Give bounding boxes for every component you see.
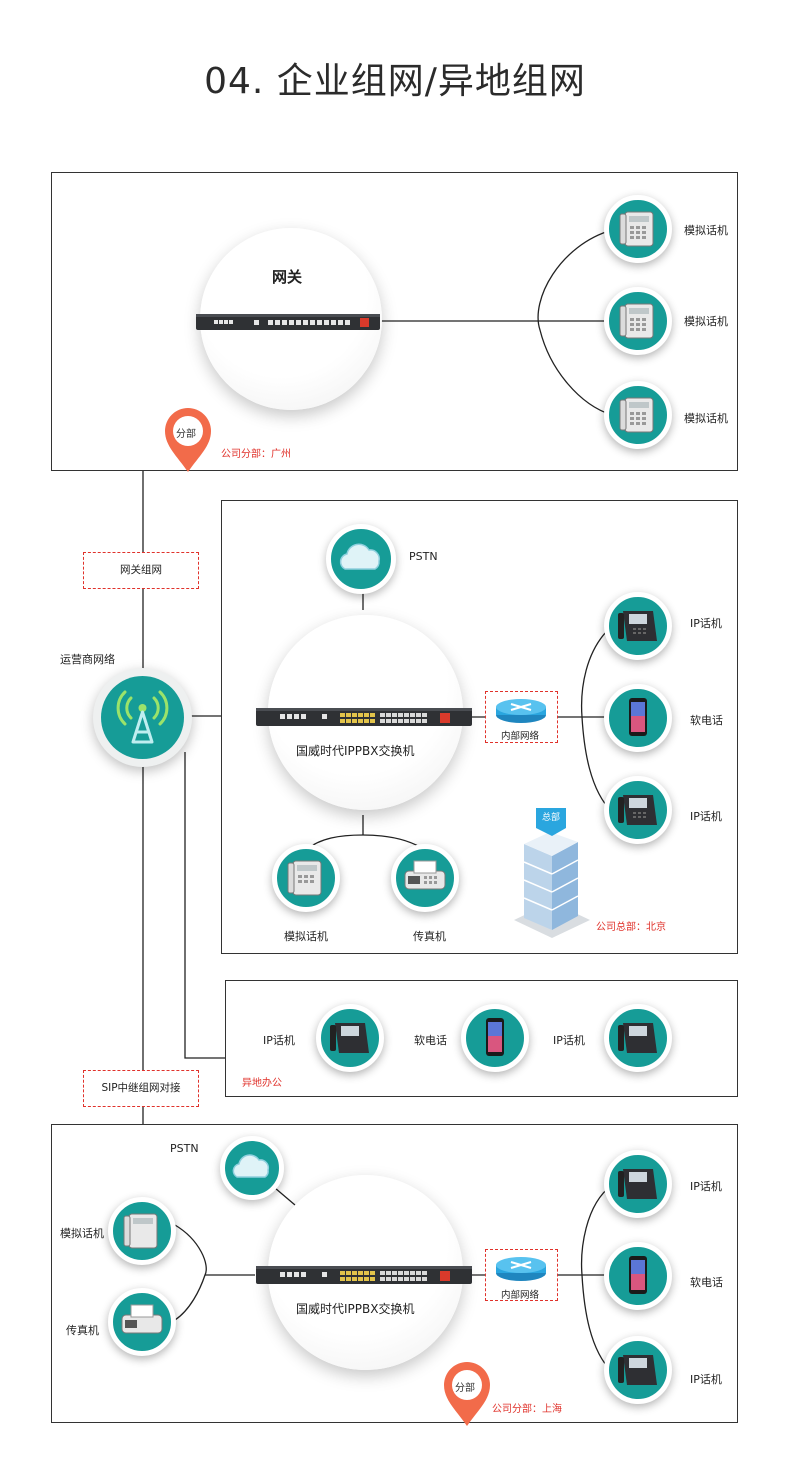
gateway-device	[196, 312, 380, 332]
analog-phone-icon	[619, 397, 654, 433]
sh-analog-label: 模拟话机	[60, 1227, 104, 1240]
analog-phone-icon	[619, 303, 654, 339]
smartphone-icon	[486, 1018, 504, 1056]
fax-icon	[404, 860, 446, 890]
sh-ip-phone-2	[604, 1336, 672, 1404]
bj-analog-phone	[272, 844, 340, 912]
ip-phone-icon	[618, 1023, 657, 1053]
smartphone-icon	[629, 1256, 647, 1294]
analog-phone-1	[604, 195, 672, 263]
remote-ip-phone-1	[316, 1004, 384, 1072]
ip-phone-icon	[618, 1355, 657, 1385]
ip-phone-icon	[618, 611, 657, 641]
ip-phone-1-label: IP话机	[690, 617, 722, 630]
remote-ip-phone-2	[604, 1004, 672, 1072]
cloud-icon	[232, 1154, 270, 1178]
analog-phone-icon	[287, 860, 322, 896]
gateway-link-box: 网关组网	[83, 552, 199, 589]
ip-phone-1	[604, 592, 672, 660]
analog-phone-1-label: 模拟话机	[684, 224, 728, 237]
sh-pstn-cloud	[220, 1136, 284, 1200]
analog-phone-3	[604, 381, 672, 449]
analog-phone-2	[604, 287, 672, 355]
sh-router-icon	[494, 1255, 548, 1283]
sip-link-label: SIP中继组网对接	[101, 1082, 181, 1094]
ip-phone-2-label: IP话机	[690, 810, 722, 823]
sh-pstn-label: PSTN	[170, 1142, 199, 1155]
sh-ip-phone-1	[604, 1150, 672, 1218]
analog-phone-2-label: 模拟话机	[684, 315, 728, 328]
ip-phone-2	[604, 776, 672, 844]
ip-phone-icon	[330, 1023, 369, 1053]
location-guangzhou: 公司分部：广州	[221, 449, 291, 460]
sh-location-pin-icon	[442, 1360, 492, 1428]
sh-fax	[108, 1288, 176, 1356]
sh-softphone-label: 软电话	[690, 1276, 723, 1289]
bj-fax	[391, 844, 459, 912]
remote-ip-phone-1-label: IP话机	[263, 1034, 295, 1047]
gateway-link-label: 网关组网	[120, 564, 162, 576]
softphone	[604, 684, 672, 752]
pstn-cloud	[326, 524, 396, 594]
remote-softphone	[461, 1004, 529, 1072]
cell-tower-icon	[101, 676, 184, 759]
sh-fax-label: 传真机	[66, 1324, 99, 1337]
remote-ip-phone-2-label: IP话机	[553, 1034, 585, 1047]
gateway-label: 网关	[272, 268, 303, 286]
sh-pbx-label: 国威时代IPPBX交换机	[296, 1302, 415, 1316]
analog-phone-3-label: 模拟话机	[684, 412, 728, 425]
location-pin-icon	[163, 406, 213, 474]
router-label: 内部网络	[501, 731, 540, 742]
sh-analog-phone	[108, 1197, 176, 1265]
remote-softphone-label: 软电话	[414, 1034, 447, 1047]
sh-pin-label: 分部	[455, 1383, 475, 1394]
sh-ip-phone-2-label: IP话机	[690, 1373, 722, 1386]
cloud-icon	[339, 543, 380, 570]
building-icon	[512, 802, 592, 940]
pbx-device	[256, 706, 472, 728]
building-badge: 总部	[542, 813, 561, 823]
router-icon	[494, 697, 548, 725]
page-title: 04. 企业组网/异地组网	[204, 61, 586, 102]
carrier-label: 运营商网络	[60, 653, 115, 666]
sh-softphone	[604, 1242, 672, 1310]
location-shanghai: 公司分部：上海	[492, 1404, 562, 1415]
ip-phone-icon	[618, 795, 657, 825]
sh-router-label: 内部网络	[501, 1290, 540, 1301]
sh-pbx-device	[256, 1264, 472, 1286]
fax-icon	[121, 1304, 163, 1334]
location-beijing: 公司总部：北京	[596, 922, 666, 933]
pin-label: 分部	[176, 429, 196, 440]
pbx-label: 国威时代IPPBX交换机	[296, 744, 415, 758]
location-remote: 异地办公	[242, 1078, 282, 1089]
bj-fax-label: 传真机	[413, 930, 446, 943]
bj-analog-label: 模拟话机	[284, 930, 328, 943]
analog-phone-icon	[123, 1213, 158, 1249]
softphone-label: 软电话	[690, 714, 723, 727]
pstn-label: PSTN	[409, 550, 438, 563]
smartphone-icon	[629, 698, 647, 736]
ip-phone-icon	[618, 1169, 657, 1199]
sip-link-box: SIP中继组网对接	[83, 1070, 199, 1107]
sh-ip-phone-1-label: IP话机	[690, 1180, 722, 1193]
analog-phone-icon	[619, 211, 654, 247]
